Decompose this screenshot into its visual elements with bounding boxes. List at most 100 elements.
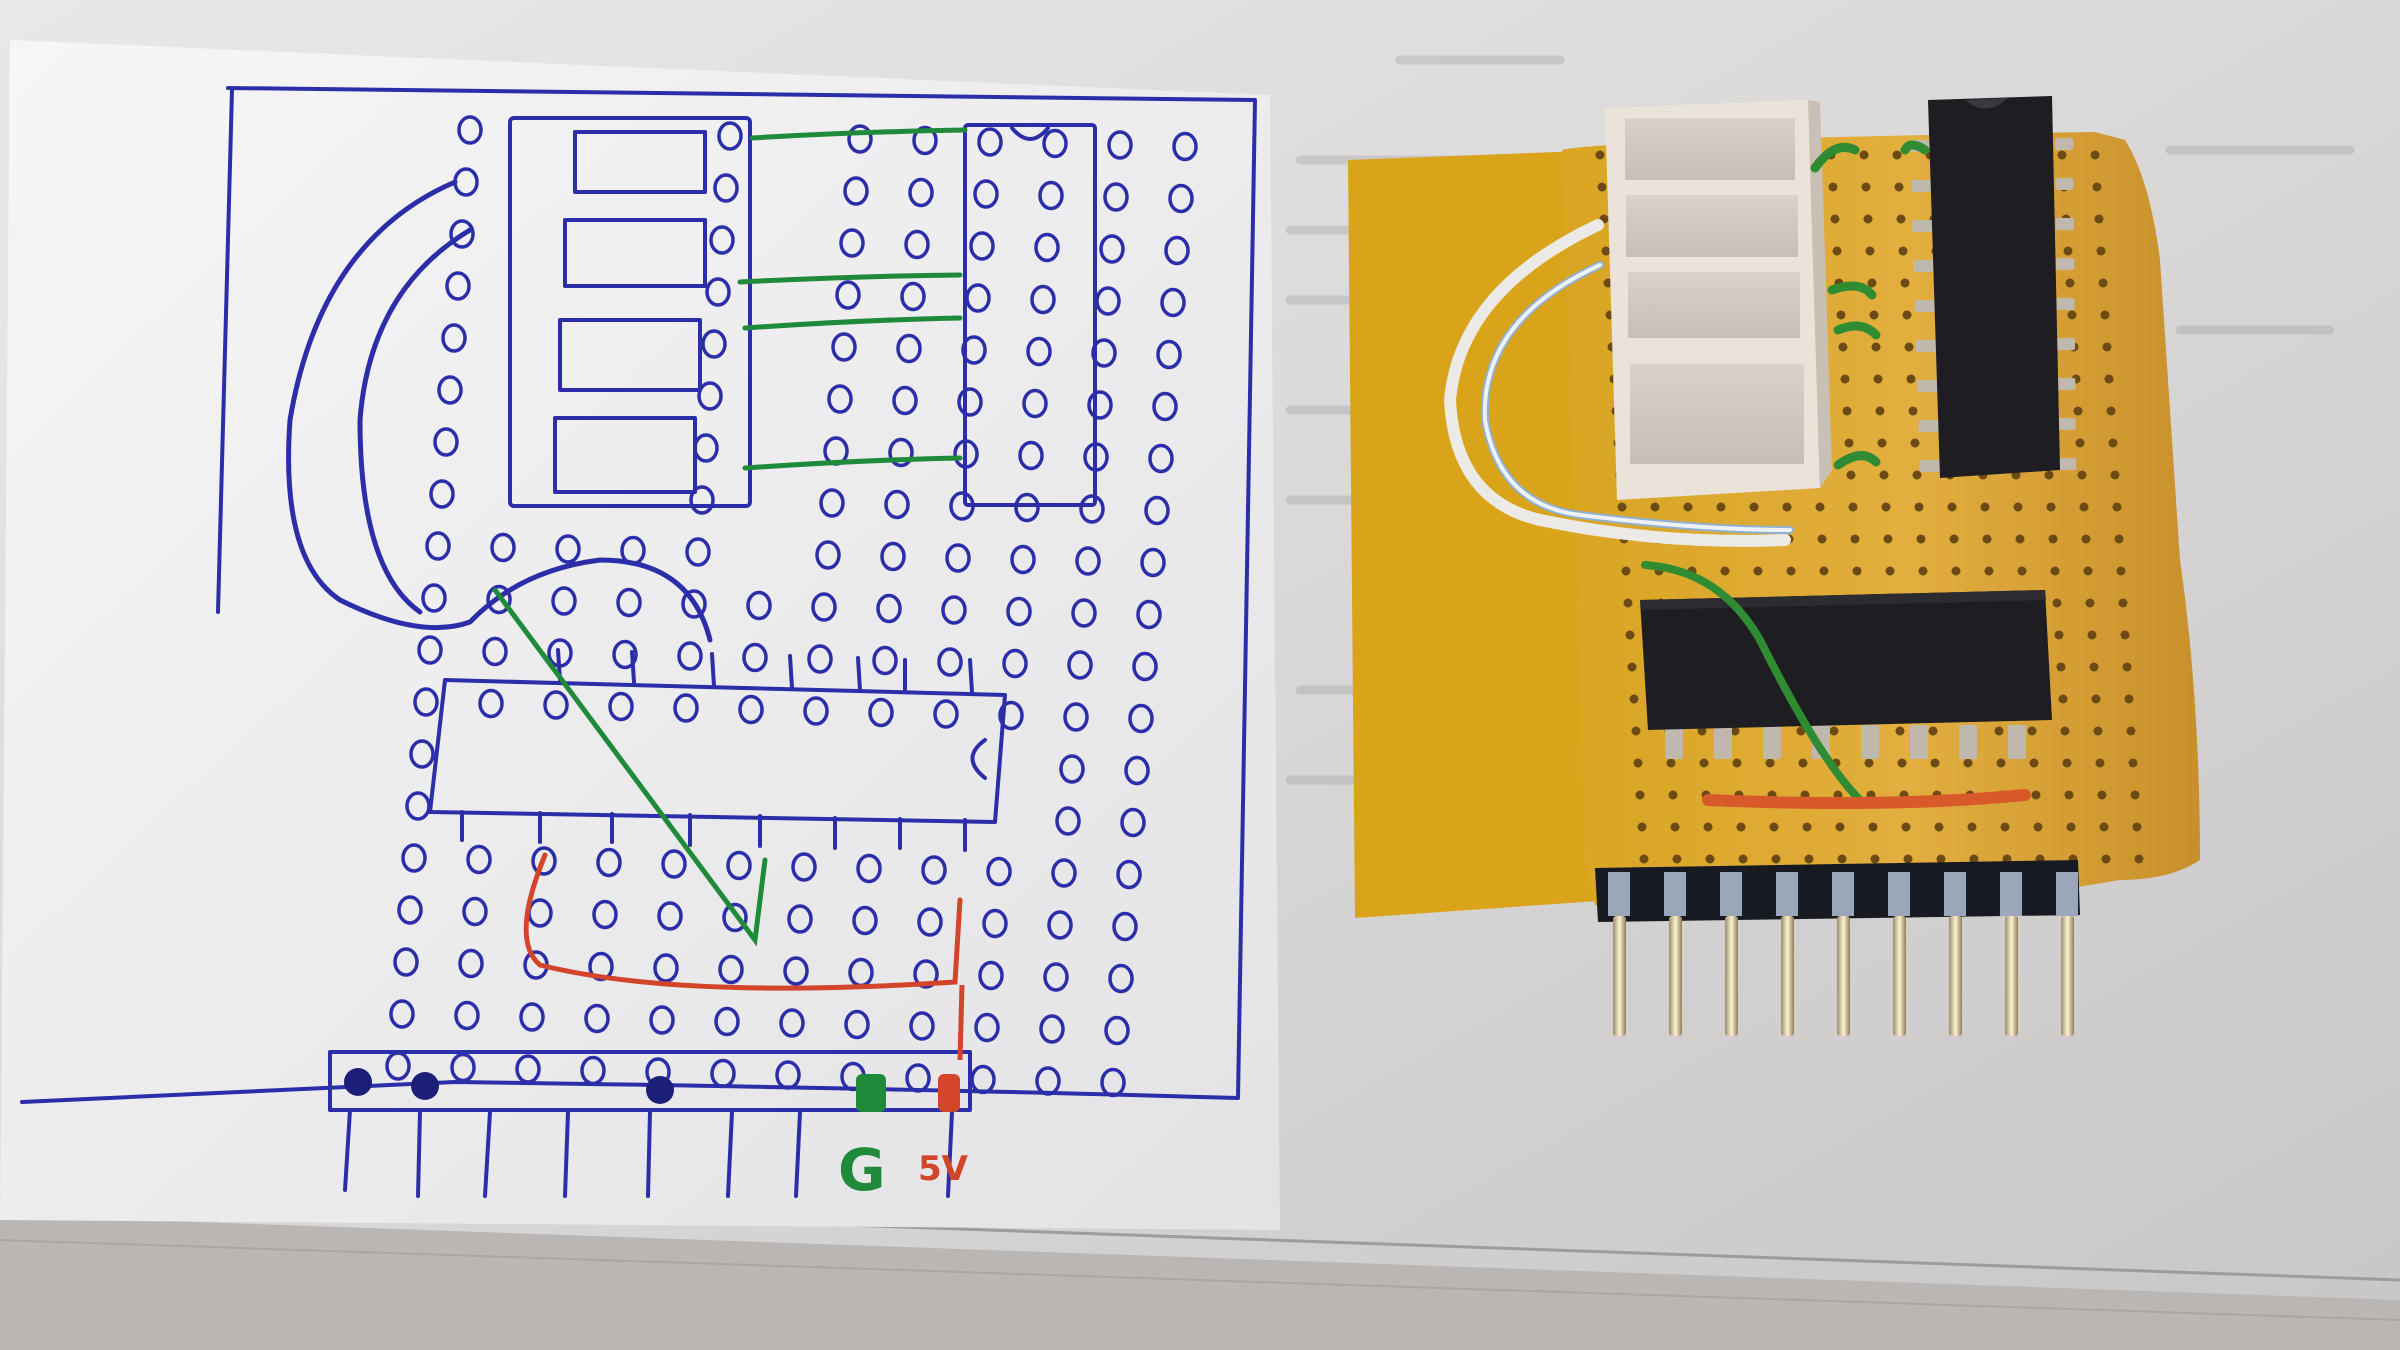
sketch-ground-wires bbox=[492, 127, 968, 947]
sketch-hole bbox=[705, 277, 731, 307]
sketch-hole bbox=[709, 225, 735, 255]
header-pin-collar bbox=[2056, 872, 2078, 916]
pcb-hole bbox=[2044, 470, 2054, 480]
sketch-hole bbox=[592, 899, 618, 930]
pcb-hole bbox=[1621, 566, 1631, 576]
pcb-hole bbox=[2066, 822, 2076, 832]
sketch-hole bbox=[490, 532, 516, 563]
ic-upper-leg bbox=[2056, 298, 2075, 310]
sketch-hole bbox=[974, 1012, 1000, 1043]
sketch-hole bbox=[1079, 494, 1105, 524]
sketch-hole bbox=[896, 333, 922, 364]
pcb-hole bbox=[2104, 374, 2114, 384]
sketch-header-pads bbox=[344, 1068, 960, 1112]
sketch-hole bbox=[1059, 754, 1085, 784]
sketch-hole bbox=[657, 901, 683, 931]
pcb-hole bbox=[2090, 150, 2100, 160]
pcb-hole bbox=[1730, 726, 1740, 736]
paper-stack-edge bbox=[0, 1215, 2400, 1350]
sketch-hole bbox=[681, 589, 707, 619]
pcb-hole bbox=[1769, 822, 1779, 832]
sketch-hole bbox=[458, 948, 484, 979]
pcb-hole bbox=[1840, 374, 1850, 384]
sketch-hole bbox=[1140, 547, 1166, 578]
pcb-hole bbox=[1898, 246, 1908, 256]
sketch-hole bbox=[519, 1002, 545, 1032]
pcb-hole bbox=[2128, 758, 2138, 768]
pcb-hole bbox=[1912, 470, 1922, 480]
pcb-flying-wires bbox=[1443, 219, 1794, 547]
pcb-hole bbox=[2033, 822, 2043, 832]
sketch-hole bbox=[689, 485, 715, 515]
sketch-board-outline bbox=[20, 86, 1257, 1104]
pcb-hole bbox=[1697, 726, 1707, 736]
sketch-hole bbox=[945, 543, 971, 573]
header-pin-collar bbox=[1608, 872, 1630, 916]
sketch-hole bbox=[717, 121, 743, 151]
pcb-hole bbox=[1842, 406, 1852, 416]
pcb-hole bbox=[2100, 310, 2110, 320]
led-segment bbox=[1630, 364, 1804, 464]
sketch-hole bbox=[1152, 391, 1178, 422]
sketch-hole bbox=[839, 228, 865, 258]
sketch-hole bbox=[1128, 703, 1154, 734]
sketch-hole bbox=[908, 177, 934, 208]
sketch-supply-label: 5V bbox=[918, 1149, 969, 1189]
sketch-hole bbox=[1047, 910, 1073, 940]
pcb-hole bbox=[1864, 758, 1874, 768]
pcb-hole bbox=[1870, 854, 1880, 864]
pcb-hole bbox=[1749, 502, 1759, 512]
sketch-hole bbox=[900, 281, 926, 312]
sketch-hole bbox=[807, 644, 833, 674]
sketch-hole bbox=[917, 907, 943, 937]
pcb-hole bbox=[2029, 758, 2039, 768]
sketch-hole bbox=[811, 592, 837, 622]
pcb-hole bbox=[1627, 662, 1637, 672]
sketch-hole bbox=[1104, 1015, 1130, 1046]
pcb-hole bbox=[2077, 470, 2087, 480]
sketch-hole bbox=[852, 905, 878, 936]
pcb-hole bbox=[2067, 310, 2077, 320]
sketch-hole bbox=[466, 844, 492, 875]
pcb-hole bbox=[2057, 150, 2067, 160]
sketch-hole bbox=[1063, 702, 1089, 732]
pcb-hole bbox=[2106, 406, 2116, 416]
pcb-hole bbox=[1705, 854, 1715, 864]
sketch-ic-lower-legs bbox=[460, 648, 974, 852]
pcb-hole bbox=[2122, 662, 2132, 672]
pcb-hole bbox=[2087, 630, 2097, 640]
pcb-hole bbox=[1798, 758, 1808, 768]
ic-lower-leg bbox=[1665, 725, 1683, 759]
pcb-hole bbox=[2079, 502, 2089, 512]
sketch-hole bbox=[868, 697, 894, 728]
pcb-hole bbox=[2017, 566, 2027, 576]
pcb-hole bbox=[2126, 726, 2136, 736]
pcb-hole bbox=[1815, 502, 1825, 512]
pcb-hole bbox=[2060, 726, 2070, 736]
pcb-hole bbox=[1633, 758, 1643, 768]
sketch-hole bbox=[1132, 651, 1158, 682]
ic-upper-leg bbox=[2055, 218, 2074, 230]
ic-upper-leg bbox=[1914, 300, 1939, 312]
pcb-jumpers bbox=[1810, 140, 1930, 470]
pcb-hole bbox=[1910, 438, 1920, 448]
ic-lower-leg bbox=[1910, 725, 1928, 759]
sketch-hole bbox=[884, 489, 910, 520]
sketch-hole bbox=[409, 739, 435, 769]
sketch-hole bbox=[904, 229, 930, 260]
sketch-hole bbox=[713, 173, 739, 203]
pcb-hole bbox=[1930, 758, 1940, 768]
sketch-hole bbox=[909, 1011, 935, 1041]
pcb-hole bbox=[2063, 246, 2073, 256]
sketch-hole bbox=[413, 687, 439, 717]
pcb-hole bbox=[1804, 854, 1814, 864]
sketch-hole bbox=[1039, 1014, 1065, 1044]
sketch-hole bbox=[1107, 130, 1133, 160]
sketch-supply-wire bbox=[523, 852, 963, 991]
pcb-hole bbox=[1908, 406, 1918, 416]
ic-upper-leg bbox=[2055, 138, 2073, 150]
sketch-hole bbox=[1103, 182, 1129, 212]
sketch-hole bbox=[876, 593, 902, 624]
sketch-hole bbox=[1071, 598, 1097, 628]
ic-upper-leg bbox=[2057, 338, 2075, 350]
